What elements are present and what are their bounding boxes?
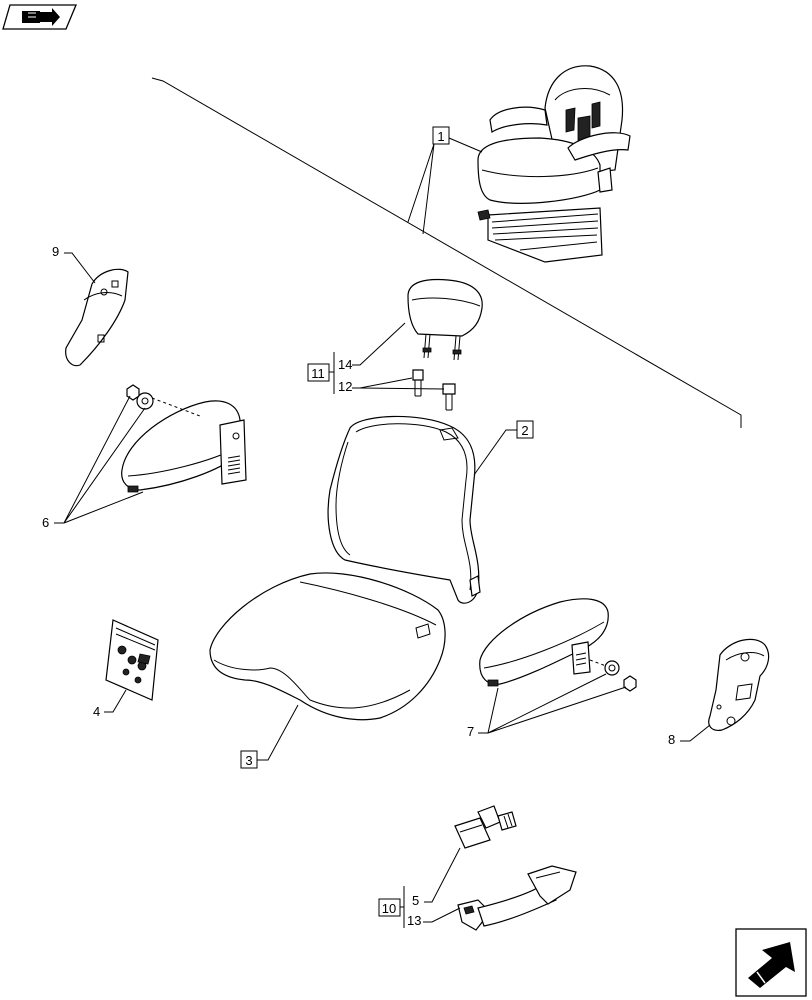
- svg-text:9: 9: [52, 244, 59, 259]
- control-panel-part: [105, 619, 159, 701]
- svg-text:12: 12: [338, 379, 352, 394]
- svg-text:13: 13: [407, 913, 421, 928]
- svg-text:3: 3: [245, 753, 252, 768]
- callout-1: 1: [407, 126, 483, 235]
- callout-11-14-12: 11 14 12: [307, 322, 445, 394]
- svg-text:6: 6: [42, 515, 49, 530]
- svg-text:14: 14: [338, 357, 352, 372]
- svg-text:5: 5: [412, 893, 419, 908]
- backrest-part: [327, 415, 481, 604]
- callout-3: 3: [240, 704, 299, 769]
- left-armrest-part: [121, 384, 247, 493]
- complete-seat-assembly: [477, 65, 631, 263]
- headrest-part: [407, 278, 483, 361]
- book-arrow-icon[interactable]: [2, 4, 77, 30]
- side-bracket-part: [708, 638, 770, 731]
- callout-10-5-13: 10 5 13: [378, 847, 461, 928]
- callout-4: 4: [93, 689, 127, 719]
- svg-text:1: 1: [437, 129, 444, 144]
- svg-text:2: 2: [521, 423, 528, 438]
- next-page-arrow-icon[interactable]: [735, 928, 807, 997]
- svg-text:8: 8: [668, 732, 675, 747]
- headrest-pin-part: [412, 369, 456, 411]
- callout-7: 7: [467, 673, 627, 739]
- svg-text:7: 7: [467, 724, 474, 739]
- side-cover-part: [65, 268, 129, 367]
- svg-text:10: 10: [382, 901, 396, 916]
- seat-belt-strap-part: [457, 865, 577, 931]
- callout-9: 9: [52, 244, 96, 284]
- svg-text:11: 11: [311, 366, 325, 381]
- callout-8: 8: [668, 724, 711, 747]
- right-armrest-part: [479, 598, 637, 692]
- callout-6: 6: [42, 395, 146, 530]
- seat-cushion-part: [209, 572, 446, 721]
- seat-belt-buckle-part: [454, 805, 517, 849]
- svg-text:4: 4: [93, 704, 100, 719]
- callout-2: 2: [473, 420, 534, 476]
- assembly-bracket-line: [151, 77, 742, 428]
